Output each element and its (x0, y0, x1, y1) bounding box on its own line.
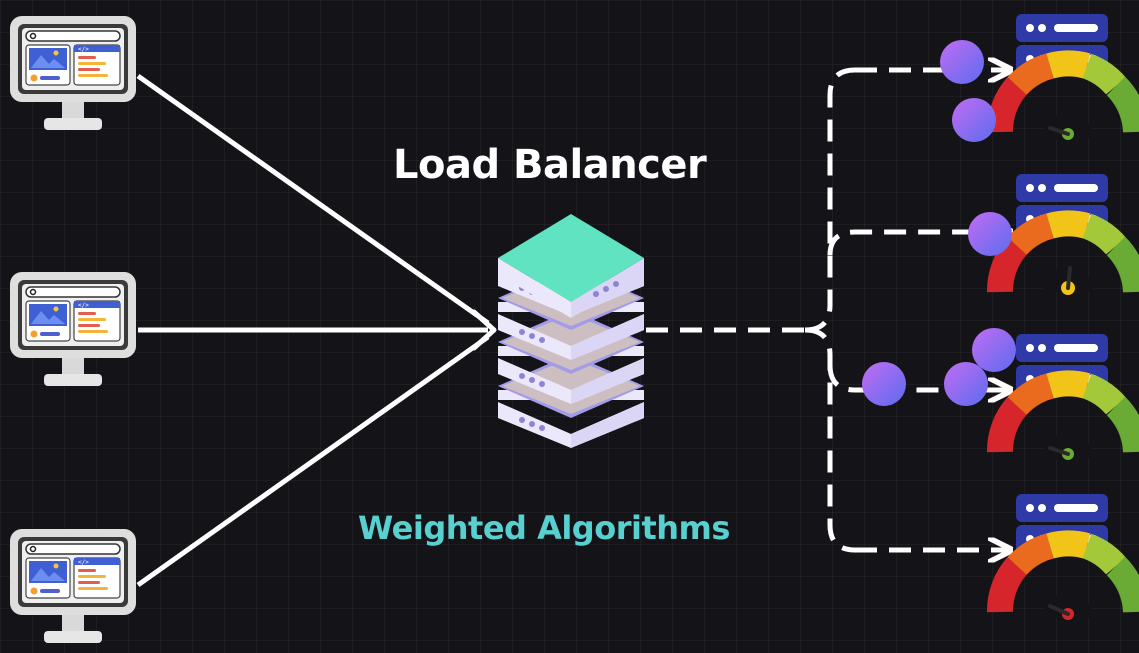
client-links (136, 73, 497, 588)
desktop-browser-icon (9, 15, 137, 131)
load-gauge-needle (1043, 266, 1093, 295)
load-gauge-needle (1043, 433, 1093, 460)
branch-bracket-lower (804, 327, 856, 553)
algorithm-label: Weighted Algorithms (358, 509, 730, 547)
distribution-links (646, 70, 1008, 550)
backend-server-4 (1000, 494, 1136, 620)
client-1-link (136, 73, 490, 326)
load-balancer (498, 214, 644, 448)
client-2 (9, 271, 137, 387)
diagram-title: Load Balancer (393, 142, 707, 188)
load-gauge-needle (1043, 113, 1093, 140)
request-ball (940, 40, 984, 84)
lb-input-arrowhead (471, 309, 497, 351)
client-3-link (136, 334, 490, 588)
desktop-browser-icon (9, 271, 137, 387)
branch-bracket (804, 67, 856, 333)
branch-link-3 (827, 364, 1008, 390)
desktop-browser-icon (9, 528, 137, 644)
backend-server-2 (1000, 174, 1136, 295)
client-3 (9, 528, 137, 644)
backend-server-3 (1000, 334, 1136, 460)
request-balls (862, 40, 1016, 406)
request-ball (968, 212, 1012, 256)
branch-link-2 (827, 232, 1008, 256)
request-ball (944, 362, 988, 406)
request-ball (972, 328, 1016, 372)
load-gauge-needle (1043, 593, 1093, 620)
client-1 (9, 15, 137, 131)
request-ball (952, 98, 996, 142)
request-ball (862, 362, 906, 406)
backend-server-1 (1000, 14, 1136, 140)
server-stack-icon (498, 214, 644, 448)
